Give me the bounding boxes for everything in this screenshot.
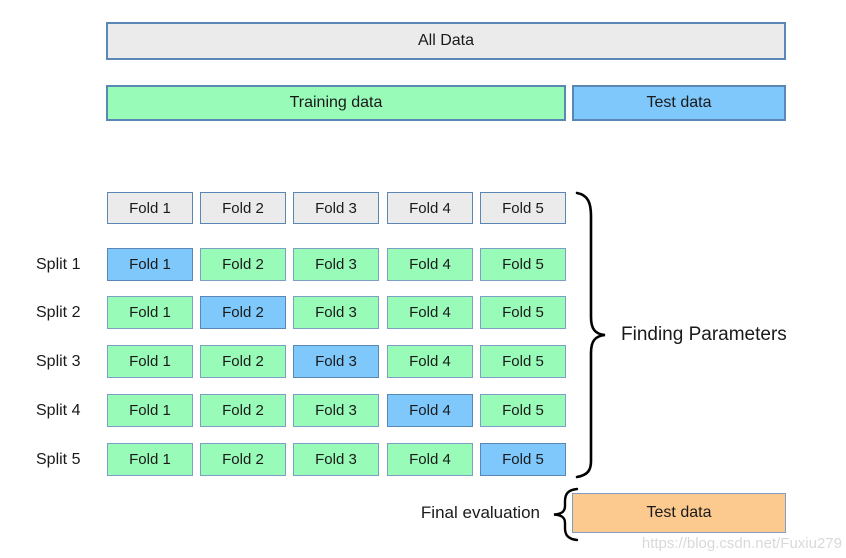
fold-cell-label: Fold 3 — [315, 353, 357, 370]
final-test-data-label: Test data — [646, 504, 712, 521]
fold-cell: Fold 2 — [200, 248, 286, 281]
fold-cell-label: Fold 4 — [409, 353, 451, 370]
fold-cell: Fold 1 — [107, 296, 193, 329]
fold-header-cell: Fold 1 — [107, 192, 193, 224]
fold-cell-label: Fold 2 — [222, 353, 264, 370]
test-data-label: Test data — [646, 94, 712, 111]
training-data-label: Training data — [289, 94, 383, 111]
fold-cell-label: Fold 2 — [222, 451, 264, 468]
test-data-bar: Test data — [572, 85, 786, 121]
fold-cell-label: Fold 3 — [315, 402, 357, 419]
fold-header-cell: Fold 2 — [200, 192, 286, 224]
fold-cell-label: Fold 4 — [409, 451, 451, 468]
fold-cell: Fold 2 — [200, 345, 286, 378]
curly-brace-right-icon — [575, 191, 606, 479]
fold-header-label: Fold 1 — [129, 199, 171, 217]
fold-cell: Fold 1 — [107, 345, 193, 378]
split-label: Split 2 — [36, 303, 81, 321]
fold-header-label: Fold 5 — [502, 199, 544, 217]
fold-cell-label: Fold 1 — [129, 451, 171, 468]
split-label: Split 3 — [36, 352, 81, 370]
fold-cell-label: Fold 2 — [222, 402, 264, 419]
fold-cell: Fold 4 — [387, 394, 473, 427]
fold-cell: Fold 3 — [293, 296, 379, 329]
finding-parameters-label: Finding Parameters — [621, 324, 787, 345]
fold-cell: Fold 2 — [200, 394, 286, 427]
fold-cell: Fold 3 — [293, 248, 379, 281]
fold-header-label: Fold 4 — [409, 199, 451, 217]
fold-cell: Fold 3 — [293, 443, 379, 476]
fold-cell-label: Fold 5 — [502, 402, 544, 419]
fold-cell-label: Fold 4 — [409, 402, 451, 419]
fold-header-cell: Fold 5 — [480, 192, 566, 224]
fold-cell: Fold 2 — [200, 296, 286, 329]
fold-cell: Fold 5 — [480, 248, 566, 281]
fold-header-label: Fold 3 — [315, 199, 357, 217]
fold-header-cell: Fold 3 — [293, 192, 379, 224]
fold-cell: Fold 1 — [107, 248, 193, 281]
all-data-bar: All Data — [106, 22, 786, 60]
fold-cell-label: Fold 3 — [315, 304, 357, 321]
fold-cell: Fold 1 — [107, 394, 193, 427]
fold-cell-label: Fold 2 — [222, 256, 264, 273]
split-label: Split 4 — [36, 401, 81, 419]
training-data-bar: Training data — [106, 85, 566, 121]
fold-cell: Fold 4 — [387, 345, 473, 378]
fold-cell-label: Fold 1 — [129, 304, 171, 321]
fold-header-label: Fold 2 — [222, 199, 264, 217]
fold-header-cell: Fold 4 — [387, 192, 473, 224]
fold-cell-label: Fold 1 — [129, 402, 171, 419]
fold-cell: Fold 4 — [387, 248, 473, 281]
split-label: Split 1 — [36, 255, 81, 273]
fold-cell: Fold 3 — [293, 394, 379, 427]
fold-cell-label: Fold 4 — [409, 256, 451, 273]
final-evaluation-label: Final evaluation — [420, 503, 540, 522]
fold-cell-label: Fold 1 — [129, 256, 171, 273]
fold-cell-label: Fold 3 — [315, 451, 357, 468]
final-test-data-bar: Test data — [572, 493, 786, 533]
fold-cell-label: Fold 1 — [129, 353, 171, 370]
fold-cell-label: Fold 3 — [315, 256, 357, 273]
fold-cell: Fold 1 — [107, 443, 193, 476]
fold-cell-label: Fold 5 — [502, 304, 544, 321]
fold-cell-label: Fold 4 — [409, 304, 451, 321]
fold-cell-label: Fold 5 — [502, 353, 544, 370]
fold-cell: Fold 3 — [293, 345, 379, 378]
split-label: Split 5 — [36, 450, 81, 468]
fold-cell: Fold 2 — [200, 443, 286, 476]
fold-cell: Fold 5 — [480, 345, 566, 378]
fold-cell: Fold 5 — [480, 296, 566, 329]
all-data-label: All Data — [417, 32, 475, 49]
fold-cell: Fold 5 — [480, 443, 566, 476]
watermark-text: https://blog.csdn.net/Fuxiu279 — [641, 535, 842, 552]
fold-cell: Fold 4 — [387, 296, 473, 329]
fold-cell: Fold 5 — [480, 394, 566, 427]
fold-cell-label: Fold 5 — [502, 256, 544, 273]
fold-cell-label: Fold 5 — [502, 451, 544, 468]
fold-cell: Fold 4 — [387, 443, 473, 476]
fold-cell-label: Fold 2 — [222, 304, 264, 321]
